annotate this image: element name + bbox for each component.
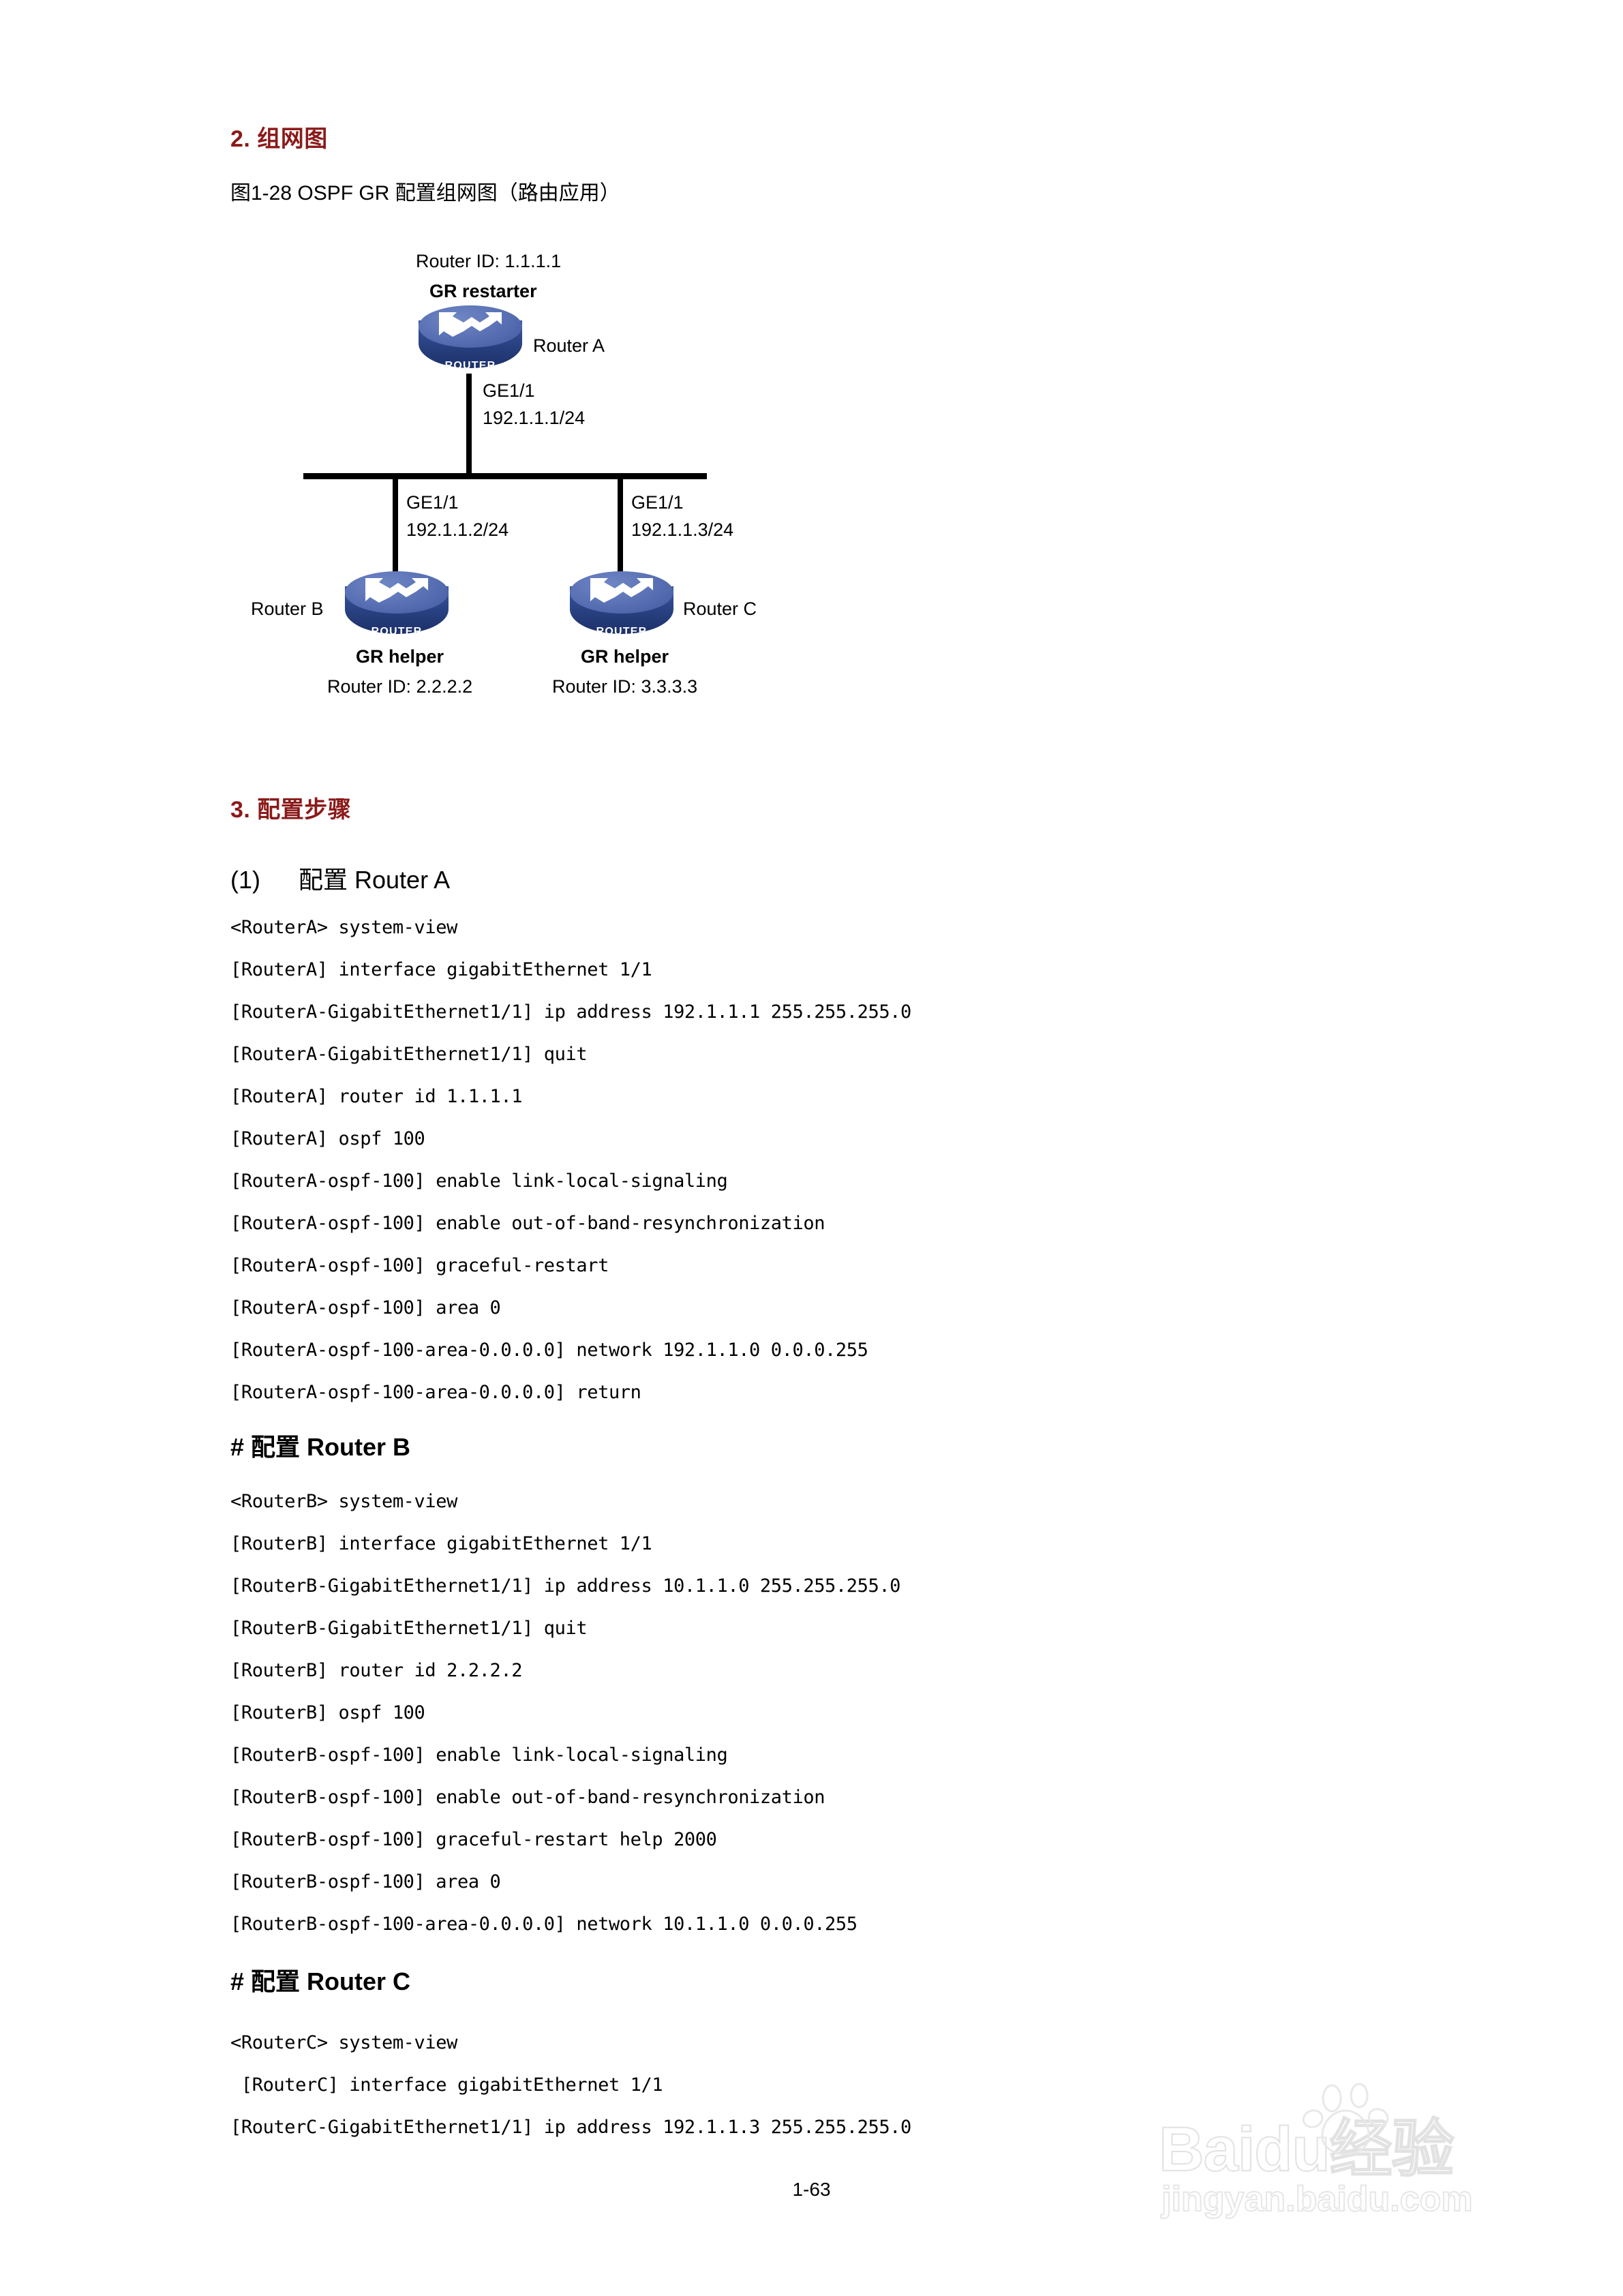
figure-caption: 图1-28 OSPF GR 配置组网图（路由应用） [230,182,620,205]
code-line: [RouterA-ospf-100] area 0 [230,1297,501,1318]
router-a-router-id-label: Router ID: 1.1.1.1 [416,251,562,271]
code-line: [RouterB-GigabitEthernet1/1] quit [230,1618,588,1639]
ethernet-bus-line [303,473,707,479]
baidu-jingyan-watermark: Baidu经验 jingyan.baidu.com [1158,2079,1581,2236]
router-icon-caption: ROUTER [371,626,423,637]
step-one-number: (1) [230,866,260,894]
network-topology-diagram: Router ID: 1.1.1.1 GR restarter ROUTER R… [225,225,1016,716]
router-c-icon: ROUTER [570,571,673,642]
code-line: [RouterB-ospf-100] area 0 [230,1871,501,1892]
router-icon-caption: ROUTER [596,626,648,637]
router-c-interface-label: GE1/1 [631,492,684,513]
code-line: [RouterA-ospf-100-area-0.0.0.0] return [230,1382,641,1403]
code-line: [RouterB-ospf-100-area-0.0.0.0] network … [230,1914,858,1935]
router-c-ip-label: 192.1.1.3/24 [631,519,734,540]
router-c-router-id-label: Router ID: 3.3.3.3 [552,676,698,697]
code-line: [RouterA] router id 1.1.1.1 [230,1086,523,1107]
code-line: [RouterA-ospf-100] graceful-restart [230,1255,609,1276]
watermark-brand-text: Baidu经验 [1158,2114,1455,2185]
router-crossing-arrows-icon [588,574,656,611]
link-bus-to-router-c [618,476,623,573]
router-b-name-label: Router B [251,599,324,619]
step-one-label: 配置 Router A [299,866,451,894]
code-line: [RouterB-GigabitEthernet1/1] ip address … [230,1575,901,1597]
router-a-role-label: GR restarter [429,281,537,301]
router-c-name-label: Router C [683,599,757,619]
router-a-name-label: Router A [533,335,605,356]
code-line: <RouterA> system-view [230,917,457,938]
code-line: [RouterA-GigabitEthernet1/1] quit [230,1044,588,1065]
page-number: 1-63 [792,2179,831,2200]
router-a-ip-label: 192.1.1.1/24 [483,408,586,428]
code-line: [RouterA-ospf-100-area-0.0.0.0] network … [230,1340,868,1361]
code-line: [RouterC] interface gigabitEthernet 1/1 [230,2074,663,2096]
code-line: <RouterC> system-view [230,2032,457,2053]
code-line: <RouterB> system-view [230,1491,457,1512]
router-icon-caption: ROUTER [444,360,496,372]
code-line: [RouterB] ospf 100 [230,1702,425,1723]
heading-configure-router-c: # 配置 Router C [230,1967,411,1995]
router-crossing-arrows-icon [363,574,431,611]
router-b-ip-label: 192.1.1.2/24 [406,519,509,540]
code-line: [RouterA] interface gigabitEthernet 1/1 [230,959,652,980]
code-line: [RouterB-ospf-100] graceful-restart help… [230,1829,717,1850]
code-line: [RouterA-GigabitEthernet1/1] ip address … [230,1001,911,1023]
router-a-icon: ROUTER [419,305,522,376]
router-crossing-arrows-icon [436,308,504,345]
heading-configure-router-b: # 配置 Router B [230,1433,411,1461]
code-block-router-a: <RouterA> system-view [RouterA] interface… [230,907,911,1414]
link-router-a-to-bus [466,374,472,477]
step-one-heading: (1) 配置 Router A [230,860,450,896]
code-line: [RouterB-ospf-100] enable link-local-sig… [230,1744,728,1766]
code-line: [RouterB-ospf-100] enable out-of-band-re… [230,1787,825,1808]
router-b-router-id-label: Router ID: 2.2.2.2 [327,676,473,697]
router-b-icon: ROUTER [345,571,449,642]
router-b-role-label: GR helper [356,646,444,667]
router-a-interface-label: GE1/1 [483,380,535,401]
router-c-role-label: GR helper [581,646,669,667]
code-line: [RouterA-ospf-100] enable out-of-band-re… [230,1213,825,1234]
baidu-paw-icon [1302,2083,1404,2162]
code-block-router-b: <RouterB> system-view [RouterB] interface… [230,1481,900,1946]
section-heading-config-steps: 3. 配置步骤 [230,797,352,823]
router-b-interface-label: GE1/1 [406,492,459,513]
code-line: [RouterB] interface gigabitEthernet 1/1 [230,1533,652,1554]
section-heading-networking-diagram: 2. 组网图 [230,126,328,152]
code-line: [RouterA] ospf 100 [230,1128,425,1149]
code-block-router-c: <RouterC> system-view [RouterC] interfac… [230,2022,911,2149]
link-bus-to-router-b [393,476,398,573]
code-line: [RouterA-ospf-100] enable link-local-sig… [230,1170,728,1192]
code-line: [RouterB] router id 2.2.2.2 [230,1660,523,1681]
code-line: [RouterC-GigabitEthernet1/1] ip address … [230,2117,911,2138]
